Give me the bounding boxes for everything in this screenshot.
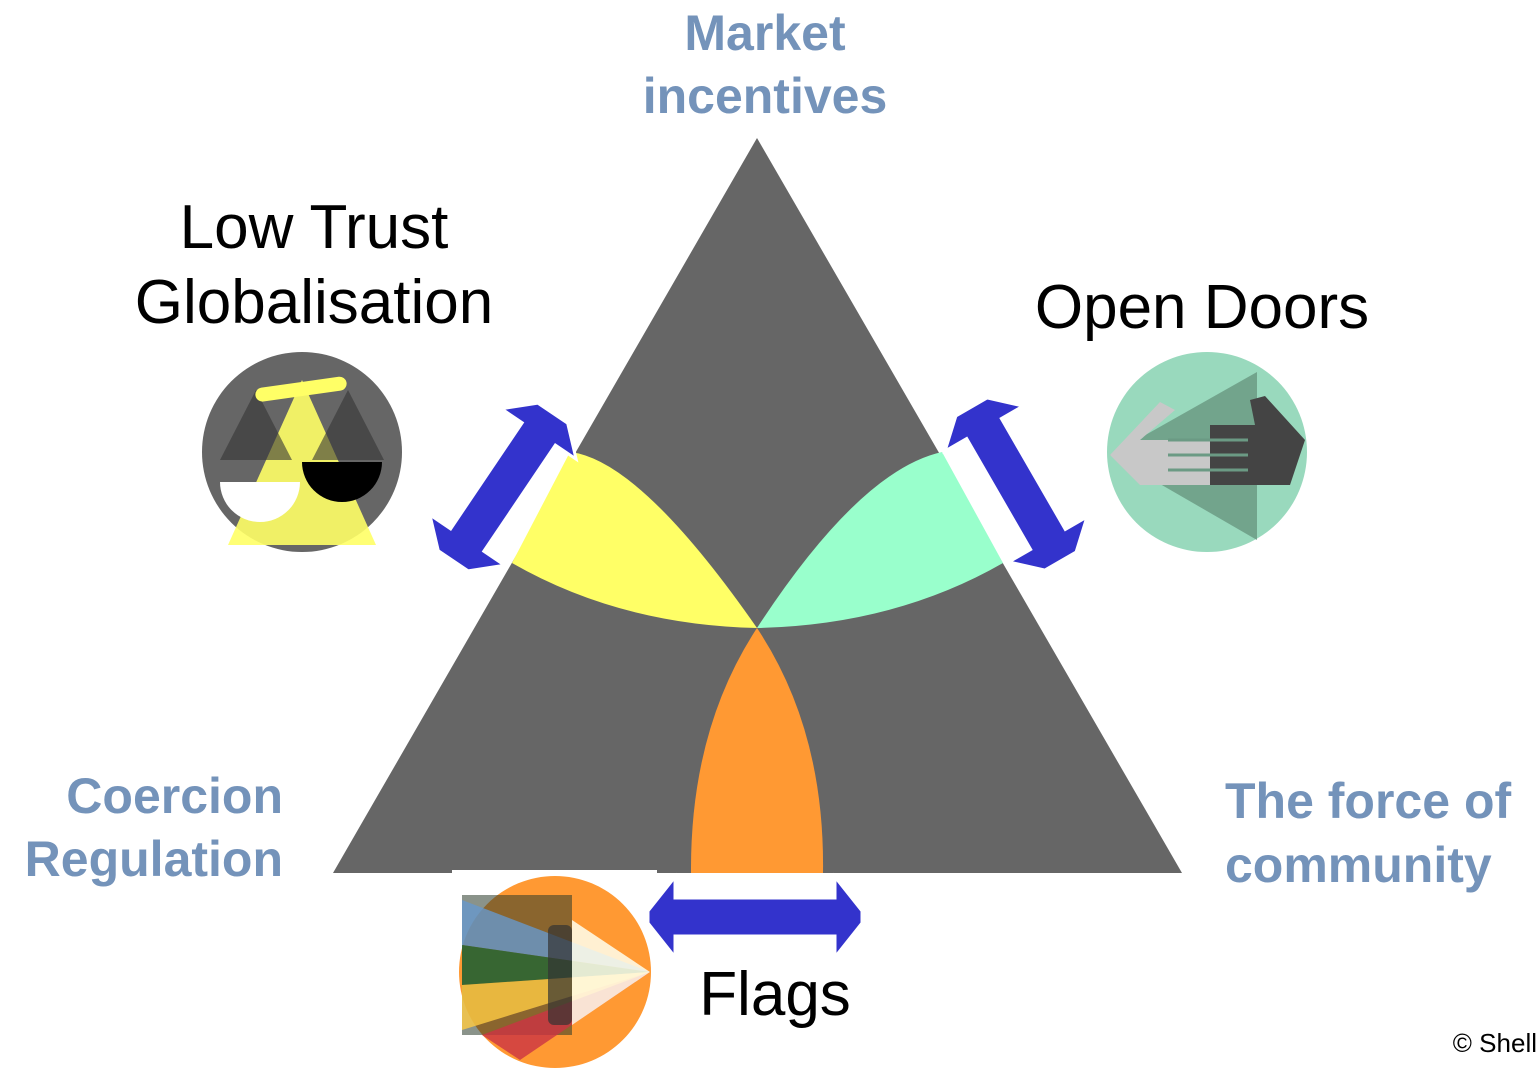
corner-left-line1: Coercion — [66, 768, 283, 824]
main-triangle — [333, 138, 1182, 873]
open-doors-region — [757, 452, 1003, 628]
corner-top-line1: Market — [684, 5, 846, 61]
low-trust-region — [512, 452, 757, 628]
flags-label: Flags — [699, 960, 851, 1029]
corner-right-line1: The force of — [1225, 773, 1511, 829]
open-doors-double-arrow — [942, 396, 1090, 572]
open-doors-label: Open Doors — [1035, 273, 1369, 342]
corner-left-line2: Regulation — [25, 831, 283, 887]
scales-icon — [202, 352, 402, 552]
low-trust-label-line1: Low Trust — [180, 193, 449, 262]
handshake-icon — [1107, 352, 1307, 552]
flags-region — [690, 628, 824, 873]
low-trust-label-line2: Globalisation — [135, 268, 493, 337]
prism-flag-icon — [459, 876, 651, 1068]
base-gap — [452, 870, 657, 878]
corner-right-line2: community — [1225, 837, 1492, 893]
flags-double-arrow — [646, 872, 864, 962]
corner-top-line2: incentives — [643, 68, 888, 124]
low-trust-double-arrow — [427, 401, 579, 573]
copyright-text: © Shell — [1453, 1028, 1537, 1058]
